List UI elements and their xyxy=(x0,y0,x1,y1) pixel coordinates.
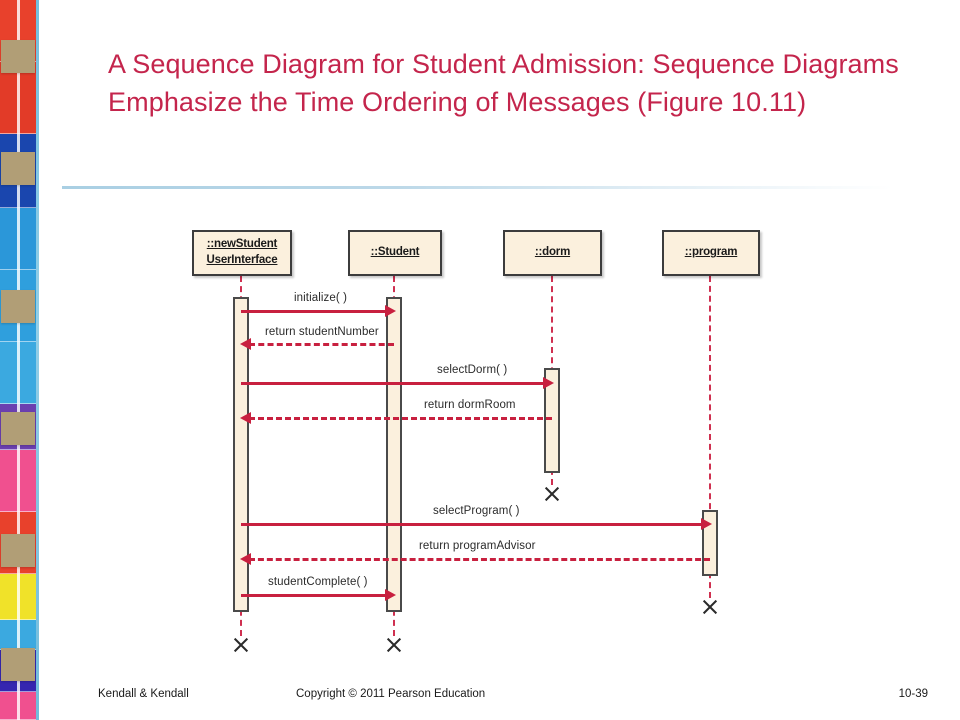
message-line-m2 xyxy=(249,343,394,346)
footer-page-number: 10-39 xyxy=(898,688,928,700)
sequence-diagram: initialize( ) return studentNumber selectD… xyxy=(0,0,960,680)
message-label-m7: studentComplete( ) xyxy=(268,576,368,588)
object-label-student: ::Student xyxy=(370,246,420,259)
message-label-m6: return programAdvisor xyxy=(419,540,536,552)
decoration-vline xyxy=(17,0,20,720)
message-arrowhead-m4 xyxy=(240,412,251,424)
message-line-m3 xyxy=(241,382,544,385)
activation-bar-ui xyxy=(233,297,249,612)
object-box-student[interactable]: ::Student xyxy=(348,230,442,276)
message-label-m1: initialize( ) xyxy=(294,292,348,304)
activation-bar-student xyxy=(386,297,402,612)
message-arrowhead-m3 xyxy=(543,377,554,389)
lifeline-program xyxy=(709,276,711,598)
termination-x-program xyxy=(701,598,719,616)
decoration-tan-block-5 xyxy=(1,648,35,681)
message-line-m5 xyxy=(241,523,702,526)
termination-x-student xyxy=(385,636,403,654)
page-title: A Sequence Diagram for Student Admission… xyxy=(108,49,899,118)
title-divider xyxy=(62,186,892,189)
termination-x-dorm xyxy=(543,485,561,503)
object-box-program[interactable]: ::program xyxy=(662,230,760,276)
activation-bar-dorm xyxy=(544,368,560,473)
object-box-dorm[interactable]: ::dorm xyxy=(503,230,602,276)
slide-footer: Kendall & Kendall Copyright © 2011 Pears… xyxy=(0,688,960,708)
message-arrowhead-m2 xyxy=(240,338,251,350)
decorative-side-strip xyxy=(0,0,36,720)
footer-copyright: Copyright © 2011 Pearson Education xyxy=(296,688,486,700)
decorative-edge-line xyxy=(36,0,39,720)
object-label-program: ::program xyxy=(684,246,738,259)
message-label-m4: return dormRoom xyxy=(424,399,516,411)
decoration-tan-block-1 xyxy=(1,152,35,185)
message-label-m5: selectProgram( ) xyxy=(433,505,520,517)
message-line-m7 xyxy=(241,594,386,597)
object-label-dorm: ::dorm xyxy=(534,246,571,259)
message-arrowhead-m6 xyxy=(240,553,251,565)
message-line-m1 xyxy=(241,310,386,313)
termination-x-ui xyxy=(232,636,250,654)
message-arrowhead-m7 xyxy=(385,589,396,601)
decoration-tan-block-3 xyxy=(1,412,35,445)
message-arrowhead-m1 xyxy=(385,305,396,317)
message-label-m2: return studentNumber xyxy=(265,326,379,338)
decoration-tan-block-4 xyxy=(1,534,35,567)
message-line-m4 xyxy=(249,417,552,420)
message-line-m6 xyxy=(249,558,710,561)
decoration-tan-block-2 xyxy=(1,290,35,323)
footer-authors: Kendall & Kendall xyxy=(98,688,189,700)
message-arrowhead-m5 xyxy=(701,518,712,530)
message-label-m3: selectDorm( ) xyxy=(437,364,508,376)
decoration-tan-block-0 xyxy=(1,40,35,73)
